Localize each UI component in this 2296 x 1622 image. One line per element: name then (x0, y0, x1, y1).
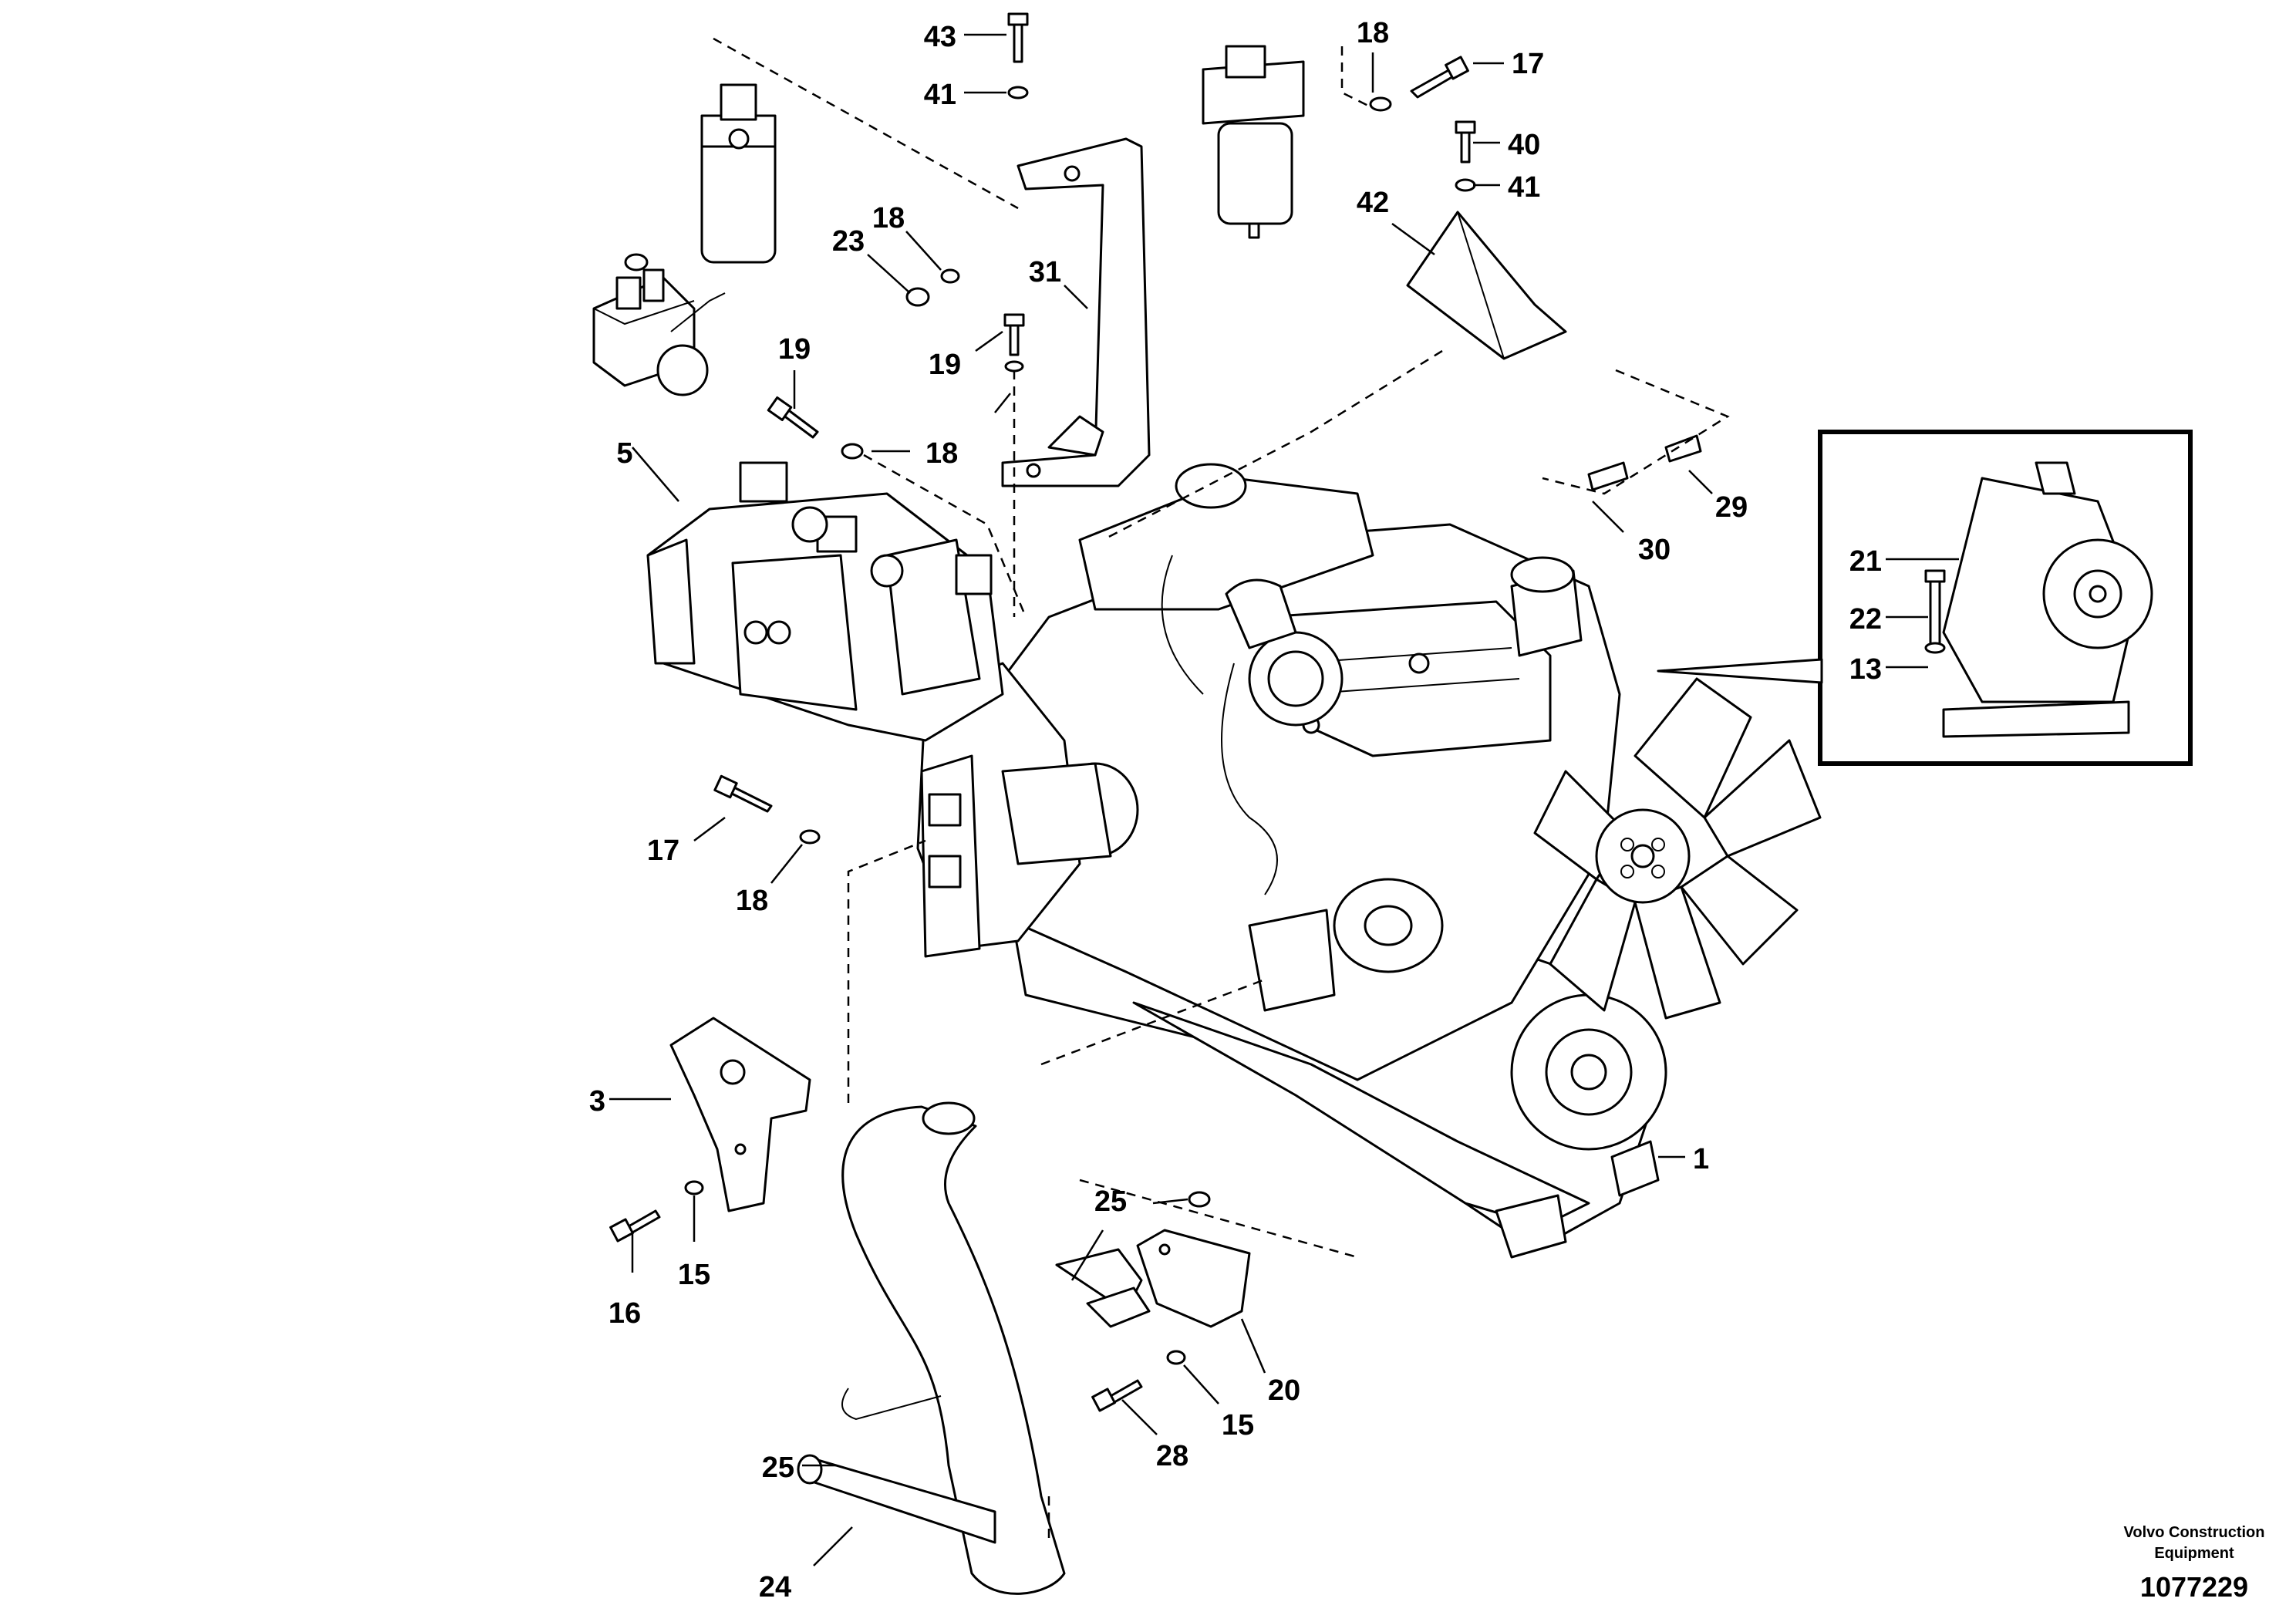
callout-15: 15 (678, 1259, 710, 1291)
u-bolt-25 (841, 1388, 942, 1421)
bracket-20 (1055, 1229, 1251, 1328)
callout-3: 3 (589, 1085, 605, 1118)
bracket-3 (669, 1017, 811, 1212)
fuel-filter-left (700, 83, 777, 264)
callout-18: 18 (925, 437, 958, 470)
callout-17: 17 (647, 835, 679, 867)
callout-19: 19 (778, 333, 811, 366)
callout-25: 25 (1094, 1185, 1127, 1218)
callout-20: 20 (1268, 1374, 1300, 1407)
fan (1533, 677, 1822, 1020)
callout-1: 1 (1693, 1143, 1709, 1175)
callout-17: 17 (1512, 48, 1544, 80)
callout-23: 23 (832, 225, 865, 258)
brand-line-2: Equipment (2154, 1545, 2234, 1562)
callout-22: 22 (1849, 603, 1882, 636)
callout-18: 18 (736, 885, 768, 917)
callout-18: 18 (872, 202, 905, 234)
bracket-42 (1406, 211, 1567, 360)
callout-28: 28 (1156, 1440, 1188, 1472)
callout-29: 29 (1715, 491, 1748, 524)
valve-block (592, 253, 726, 396)
callout-30: 30 (1638, 534, 1671, 566)
footer: Volvo Construction Equipment 1077229 (2124, 1524, 2265, 1603)
leader-lines (609, 33, 1959, 1566)
callout-19: 19 (929, 349, 961, 381)
assembly-lines (713, 37, 1730, 1543)
callout-25: 25 (762, 1452, 794, 1484)
callout-41: 41 (924, 79, 956, 111)
inset-frame (1657, 430, 2193, 766)
callout-5: 5 (616, 437, 632, 470)
callout-18: 18 (1357, 17, 1389, 49)
brand-line-1: Volvo Construction (2124, 1524, 2265, 1541)
callout-15: 15 (1222, 1409, 1254, 1442)
callout-42: 42 (1357, 187, 1389, 219)
callout-31: 31 (1029, 256, 1061, 288)
callout-41: 41 (1508, 171, 1540, 204)
callout-40: 40 (1508, 129, 1540, 161)
fuel-filter-right (1202, 45, 1305, 239)
callout-numbers: 43 41 18 17 40 41 42 23 18 31 19 19 18 5… (589, 17, 1882, 1603)
hydraulic-pump (646, 461, 1004, 742)
callout-21: 21 (1849, 545, 1882, 578)
engine-assembly (916, 463, 1822, 1259)
callout-16: 16 (609, 1297, 641, 1330)
callout-43: 43 (924, 21, 956, 53)
figure-number: 1077229 (2140, 1571, 2248, 1603)
hose-24 (797, 1101, 1066, 1595)
callout-24: 24 (759, 1571, 791, 1603)
hardware (609, 12, 1702, 1412)
bracket-31 (1001, 137, 1151, 487)
callout-13: 13 (1849, 653, 1882, 686)
